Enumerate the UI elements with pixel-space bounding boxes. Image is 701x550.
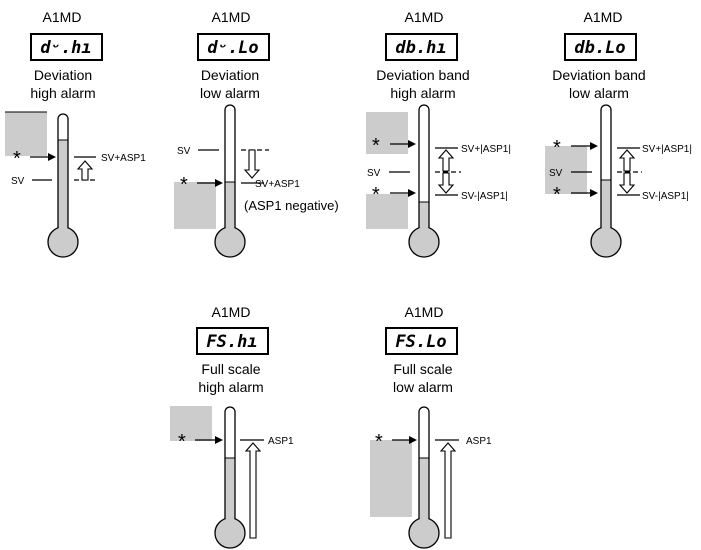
- pointer-arrow-head-lower: [408, 189, 416, 197]
- thermometer: [408, 104, 440, 258]
- pointer-arrow-head: [215, 436, 223, 444]
- alarm-zone: [545, 146, 587, 194]
- mode-code: A1MD: [212, 9, 251, 25]
- thermometer: [47, 113, 79, 258]
- caption-line-1: Full scale: [393, 361, 452, 377]
- mode-code: A1MD: [405, 304, 444, 320]
- caption-line-1: Full scale: [201, 361, 260, 377]
- marker-asterisk: *: [178, 431, 186, 453]
- alarm-zone: [174, 182, 216, 229]
- threshold-label: SV+ASP1: [255, 179, 300, 190]
- offset-arrow-up: [76, 160, 94, 181]
- panel-full-scale-low-alarm: A1MD FS.Lo Full scale low alarm * ASP1: [370, 304, 492, 549]
- threshold-label-lower: SV-|ASP1|: [461, 191, 508, 202]
- mode-code: A1MD: [212, 304, 251, 320]
- pointer-arrow-head-lower: [590, 189, 598, 197]
- display-frame: [385, 33, 458, 61]
- caption-line-1: Deviation band: [376, 67, 469, 83]
- pointer-arrow-head-upper: [408, 140, 416, 148]
- pointer-arrow-head: [409, 436, 417, 444]
- panel-full-scale-high-alarm: A1MD FS.hı Full scale high alarm * ASP1: [170, 304, 294, 549]
- threshold-label: SV+ASP1: [101, 153, 146, 164]
- sv-label: SV: [11, 176, 25, 187]
- segment-display: db.hı: [395, 38, 446, 58]
- offset-arrow-down: [243, 149, 261, 179]
- caption-line-1: Deviation band: [552, 67, 645, 83]
- marker-asterisk-lower: *: [372, 184, 380, 206]
- thermometer: [590, 104, 622, 258]
- display-frame: [385, 327, 458, 355]
- segment-display: dᵕ.hı: [40, 38, 91, 58]
- thermometer: [214, 406, 246, 549]
- alarm-zone: [370, 440, 412, 517]
- band-arrow-up: [437, 149, 455, 172]
- mode-code: A1MD: [405, 9, 444, 25]
- thermometer: [214, 104, 246, 258]
- note-label: (ASP1 negative): [244, 198, 339, 213]
- marker-asterisk-lower: *: [553, 184, 561, 206]
- display-frame: [197, 33, 270, 61]
- caption-line-2: high alarm: [198, 379, 263, 395]
- panel-deviation-low-alarm: A1MD dᵕ.Lo Deviation low alarm SV * SV+A…: [174, 9, 339, 258]
- thermometer: [408, 406, 440, 549]
- alarm-zone-upper: [366, 112, 408, 154]
- segment-display: FS.hı: [206, 332, 257, 352]
- marker-asterisk: *: [180, 174, 188, 196]
- sv-label: SV: [177, 146, 191, 157]
- threshold-label-upper: SV+|ASP1|: [461, 144, 511, 155]
- pointer-arrow-head: [48, 153, 56, 161]
- panel-deviation-band-low-alarm: A1MD db.Lo Deviation band low alarm * SV…: [545, 9, 692, 258]
- caption-line-2: high alarm: [30, 85, 95, 101]
- segment-display: dᵕ.Lo: [207, 38, 258, 58]
- display-frame: [196, 327, 269, 355]
- caption-line-2: low alarm: [393, 379, 453, 395]
- threshold-label-upper: SV+|ASP1|: [642, 144, 692, 155]
- display-frame: [564, 33, 637, 61]
- panel-deviation-band-high-alarm: A1MD db.hı Deviation band high alarm * S…: [366, 9, 511, 258]
- sv-label: SV: [367, 168, 381, 179]
- caption-line-1: Deviation: [34, 67, 92, 83]
- marker-asterisk-upper: *: [553, 137, 561, 159]
- band-arrow-down: [437, 172, 455, 194]
- sv-label: SV: [549, 168, 563, 179]
- mode-code: A1MD: [43, 9, 82, 25]
- display-frame: [30, 33, 103, 61]
- threshold-label: ASP1: [268, 436, 294, 447]
- caption-line-2: high alarm: [390, 85, 455, 101]
- full-scale-arrow-up: [439, 442, 457, 539]
- alarm-zone: [170, 406, 212, 441]
- mode-code: A1MD: [584, 9, 623, 25]
- full-scale-arrow-up: [244, 442, 262, 539]
- threshold-label: ASP1: [466, 436, 492, 447]
- segment-display: FS.Lo: [395, 332, 446, 352]
- alarm-zone: [5, 112, 47, 156]
- marker-asterisk: *: [13, 148, 21, 170]
- alarm-zone-lower: [366, 194, 408, 229]
- marker-asterisk: *: [375, 431, 383, 453]
- threshold-label-lower: SV-|ASP1|: [642, 191, 689, 202]
- band-arrow-up: [618, 149, 636, 172]
- panel-deviation-high-alarm: A1MD dᵕ.hı Deviation high alarm * SV SV+…: [5, 9, 146, 258]
- band-arrow-down: [618, 172, 636, 194]
- pointer-arrow-head: [215, 179, 223, 187]
- segment-display: db.Lo: [574, 38, 625, 58]
- pointer-arrow-head-upper: [590, 142, 598, 150]
- marker-asterisk-upper: *: [372, 135, 380, 157]
- caption-line-2: low alarm: [569, 85, 629, 101]
- caption-line-1: Deviation: [201, 67, 259, 83]
- caption-line-2: low alarm: [200, 85, 260, 101]
